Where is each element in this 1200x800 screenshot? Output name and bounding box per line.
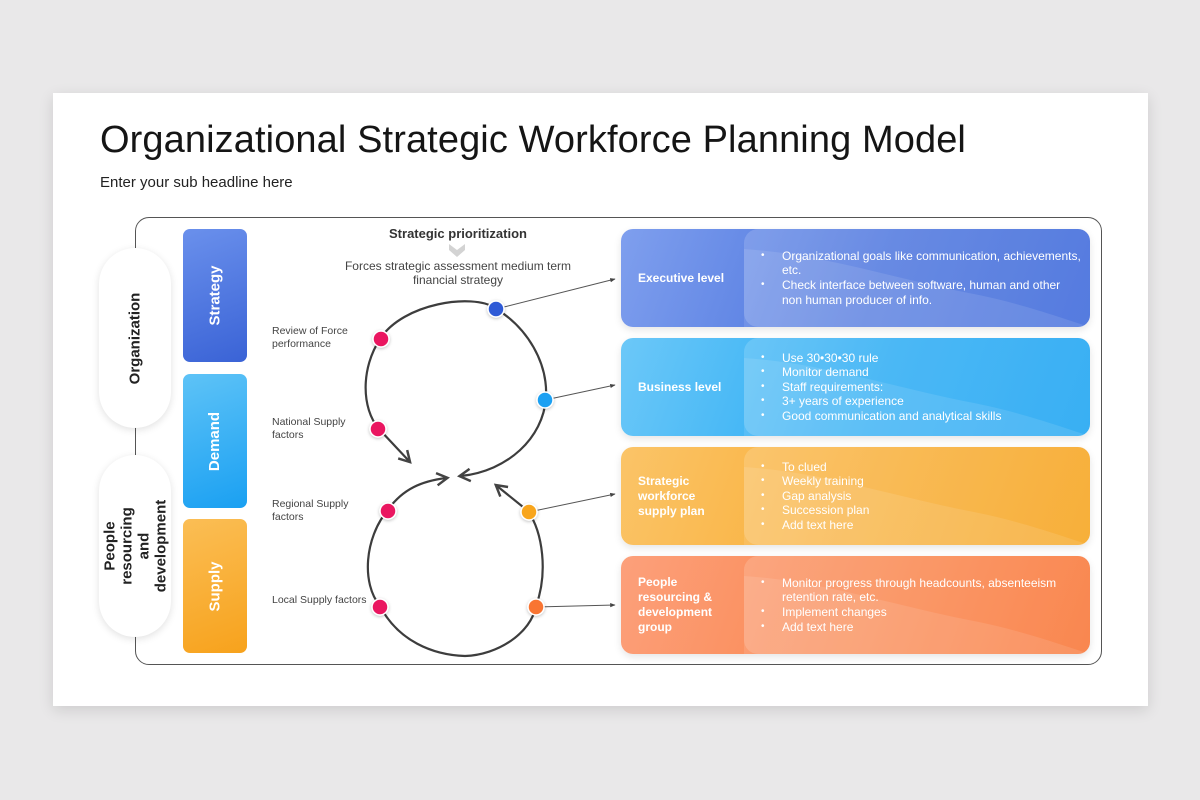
- pill-people-resourcing: People resourcing and development: [99, 455, 171, 637]
- card-business-level: Business level Use 30•30•30 rule Monitor…: [621, 338, 1090, 436]
- bullet-item: Good communication and analytical skills: [761, 409, 1081, 424]
- connector-supply: [528, 492, 616, 513]
- bullet-item: Add text here: [761, 518, 1081, 533]
- bullet-item: 3+ years of experience: [761, 394, 1081, 409]
- card-strategic-workforce-supply-plan: Strategic workforce supply plan To clued…: [621, 447, 1090, 545]
- connector-people: [535, 603, 616, 608]
- card-business-bullets: Use 30•30•30 rule Monitor demand Staff r…: [761, 338, 1081, 436]
- card-supply-bullets: To clued Weekly training Gap analysis Su…: [761, 447, 1081, 545]
- lower-loop-left-arc: [386, 471, 450, 512]
- connector-executive: [495, 278, 616, 310]
- node-review-force: [372, 330, 390, 348]
- upper-loop-top-arc: [379, 300, 548, 483]
- tab-strategy: Strategy: [183, 229, 247, 362]
- card-supply-label: Strategic workforce supply plan: [638, 473, 705, 518]
- node-people: [527, 598, 545, 616]
- card-people-bullets: Monitor progress through headcounts, abs…: [761, 556, 1081, 654]
- node-supply: [520, 503, 538, 521]
- factor-regional-supply: Regional Supply factors: [272, 498, 349, 523]
- node-national-supply: [369, 420, 387, 438]
- card-executive-level: Executive level Organizational goals lik…: [621, 229, 1090, 327]
- slide: Organizational Strategic Workforce Plann…: [53, 93, 1148, 706]
- bullet-item: Succession plan: [761, 503, 1081, 518]
- card-executive-bullets: Organizational goals like communication,…: [761, 229, 1081, 327]
- diagram-frame: [135, 217, 1102, 665]
- slide-title: Organizational Strategic Workforce Plann…: [100, 119, 966, 161]
- slide-subtitle: Enter your sub headline here: [100, 174, 293, 191]
- strategic-prioritization-title: Strategic prioritization: [389, 226, 527, 241]
- node-executive: [487, 300, 505, 318]
- connector-business: [544, 383, 616, 401]
- bullet-item: Staff requirements:: [761, 380, 1081, 395]
- bullet-item: Add text here: [761, 620, 1081, 635]
- tab-demand: Demand: [183, 374, 247, 508]
- node-business: [536, 391, 554, 409]
- bullet-item: Monitor progress through headcounts, abs…: [761, 576, 1081, 605]
- card-people-label: People resourcing & development group: [638, 575, 713, 634]
- bullet-item: Organizational goals like communication,…: [761, 249, 1081, 278]
- figure-eight-flow-diagram: [364, 278, 616, 658]
- pill-organization: Organization: [99, 248, 171, 428]
- chevron-down-icon: [449, 244, 465, 257]
- node-regional-supply: [379, 502, 397, 520]
- bullet-item: Use 30•30•30 rule: [761, 351, 1081, 366]
- card-business-label: Business level: [638, 379, 722, 394]
- card-people-resourcing-group: People resourcing & development group Mo…: [621, 556, 1090, 654]
- bullet-item: Monitor demand: [761, 365, 1081, 380]
- upper-loop-left-arc: [364, 338, 412, 464]
- strategic-prioritization-description: Forces strategic assessment medium term …: [344, 259, 572, 287]
- bullet-item: Check interface between software, human …: [761, 278, 1081, 307]
- bullet-item: To clued: [761, 460, 1081, 475]
- factor-national-supply: National Supply factors: [272, 416, 346, 441]
- bullet-item: Implement changes: [761, 605, 1081, 620]
- factor-local-supply: Local Supply factors: [272, 594, 367, 606]
- bullet-item: Weekly training: [761, 474, 1081, 489]
- factor-review-force-performance: Review of Force performance: [272, 325, 348, 350]
- node-local-supply: [371, 598, 389, 616]
- lower-loop-main-arc: [366, 483, 544, 658]
- bullet-item: Gap analysis: [761, 489, 1081, 504]
- tab-supply: Supply: [183, 519, 247, 653]
- card-executive-label: Executive level: [638, 270, 725, 285]
